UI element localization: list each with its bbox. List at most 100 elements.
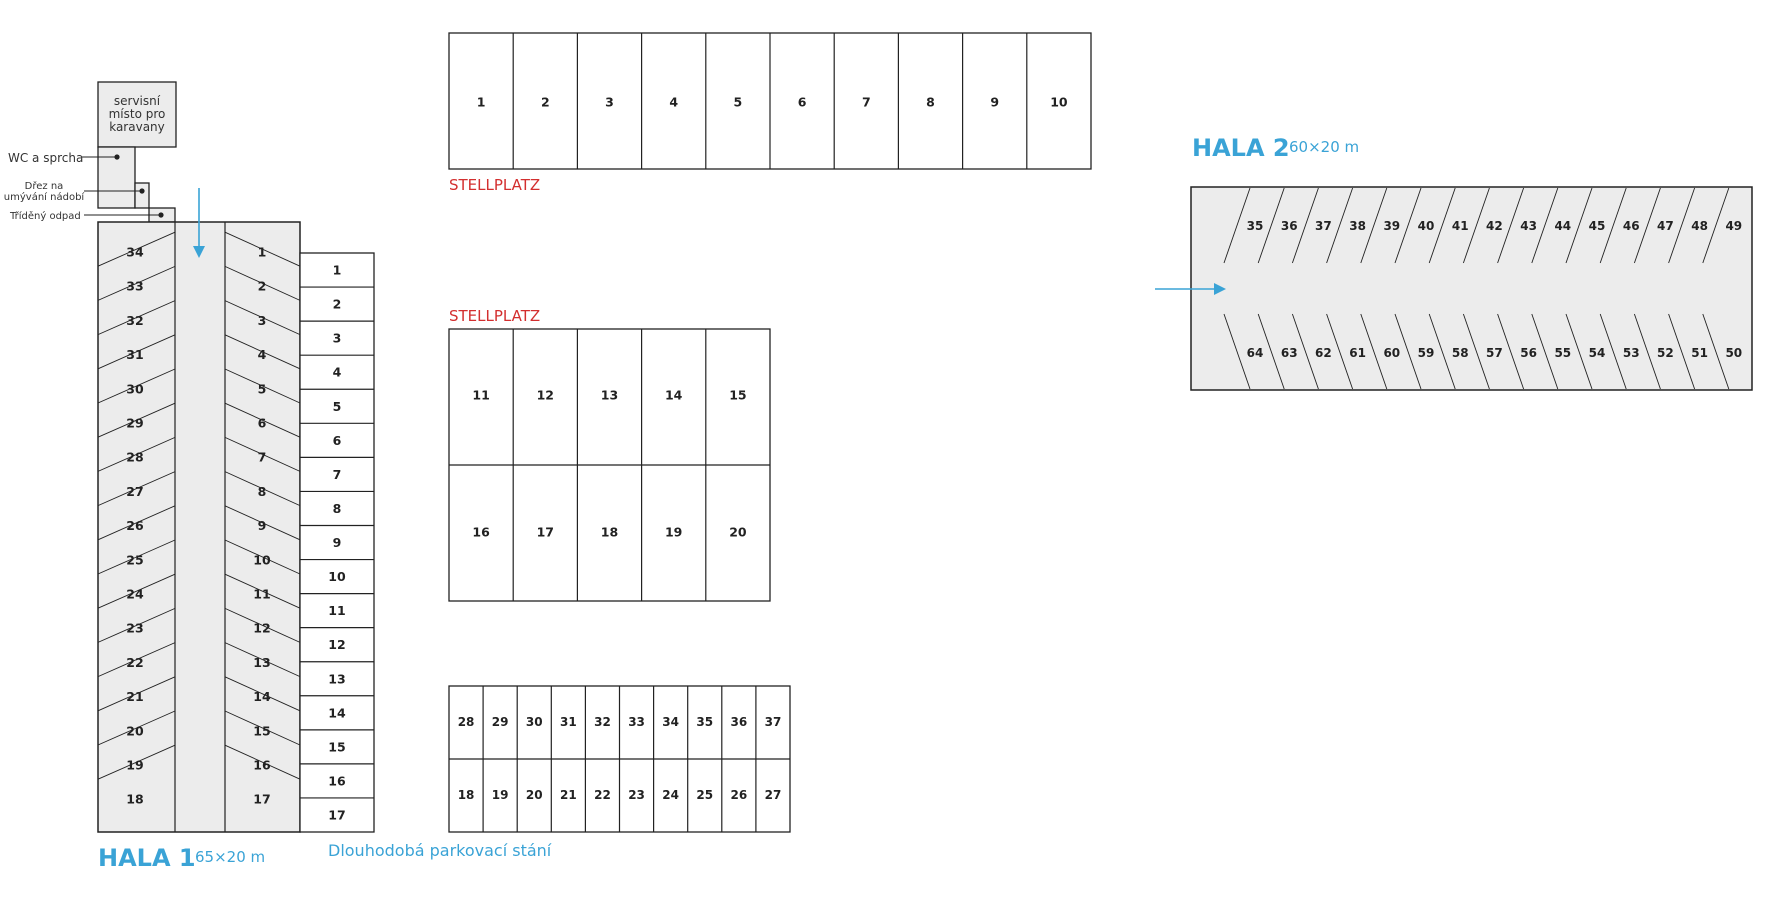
hala-1-spot-label: 5 [258,381,267,396]
hala-2-spot-label: 36 [1281,219,1298,233]
long-term-spot-dividers [300,286,374,799]
hala-1-spot-label: 25 [126,552,143,567]
hala-1-spot-label: 31 [126,347,143,362]
bottom-grid-spot-label: 28 [458,715,475,729]
divider-line [224,676,301,712]
long-term-spot-label: 6 [333,433,342,448]
bottom-grid-spot-label: 23 [628,788,645,802]
divider-line [1462,313,1490,390]
divider-line [224,334,301,370]
hala-1-spot-label: 29 [126,416,143,431]
stellplatz-middle-spot-label: 14 [665,388,683,403]
divider-line [1360,187,1388,264]
divider-line [1462,187,1490,264]
divider-line [224,300,301,336]
hala-2-spot-label: 57 [1486,346,1503,360]
stellplatz-top-spot-label: 4 [669,95,678,110]
bottom-grid-spot-label: 18 [458,788,475,802]
divider-line [1531,313,1559,390]
divider-line [224,573,301,609]
divider-line [1326,187,1354,264]
long-term-spot-label: 17 [328,807,345,822]
hala-2-spot-label: 59 [1418,346,1435,360]
bottom-grid-spot-label: 25 [696,788,713,802]
caravan-service-label-1: servisní [114,94,161,108]
bottom-grid-spot-label: 20 [526,788,543,802]
hala-1-spot-label: 11 [253,587,270,602]
divider-line [97,300,176,336]
sink-label-1: Dřez na [25,180,64,192]
divider-line [1257,313,1285,390]
stellplatz-middle-spot-label: 20 [729,525,747,540]
divider-line [1223,313,1251,390]
divider-line [97,231,176,267]
hala-1-spot-label: 34 [126,245,144,260]
hala-1-spot-label: 1 [258,245,267,260]
stellplatz-top-spot-label: 8 [926,95,935,110]
hala-1-spot-label: 32 [126,313,143,328]
hala-2-spot-label: 54 [1589,346,1606,360]
stellplatz-top-spot-label: 2 [541,95,550,110]
hala-2-spot-label: 52 [1657,346,1674,360]
hala-1-spot-label: 28 [126,450,143,465]
divider-line [97,607,176,643]
divider-line [1360,313,1388,390]
divider-line [224,231,301,267]
stellplatz-middle-spot-label: 19 [665,525,682,540]
divider-line [1702,313,1730,390]
stellplatz-top-spot-label: 5 [734,95,743,110]
hala-1-spot-label: 21 [126,689,143,704]
hala-2-spot-label: 35 [1247,219,1264,233]
hala-2-spot-label: 60 [1383,346,1400,360]
divider-line [1565,187,1593,264]
divider-line [1565,313,1593,390]
hala-2-spot-label: 45 [1589,219,1606,233]
divider-line [1668,187,1696,264]
hala-1-spot-label: 26 [126,518,144,533]
divider-line [97,505,176,541]
stellplatz-top-spot-label: 10 [1050,95,1068,110]
stellplatz-middle-spot-label: 18 [601,525,618,540]
divider-line [97,676,176,712]
long-term-spot-label: 4 [333,365,342,380]
divider-line [97,402,176,438]
hala-2-spot-label: 48 [1691,219,1708,233]
divider-line [1633,313,1661,390]
hala-1-spot-label: 27 [126,484,143,499]
divider-line [97,573,176,609]
long-term-spot-label: 9 [333,535,342,550]
hala-2-spot-label: 44 [1554,219,1571,233]
divider-line [1257,187,1285,264]
hala-2-spot-label: 41 [1452,219,1469,233]
hala-2-spot-label: 64 [1247,346,1264,360]
divider-line [224,539,301,575]
bottom-grid-spot-label: 29 [492,715,509,729]
stellplatz-middle-dividers [512,329,707,601]
long-term-spot-label: 8 [333,501,342,516]
divider-line [1668,313,1696,390]
hala-1-spot-label: 18 [126,792,143,807]
bottom-grid-spot-label: 31 [560,715,577,729]
divider-line [1599,187,1627,264]
waste-label: Tříděný odpad [9,210,81,222]
divider-line [1326,313,1354,390]
stellplatz-top-dividers [512,33,1028,169]
hala-2-size: 60×20 m [1289,138,1359,156]
bottom-grid-spot-label: 36 [730,715,747,729]
divider-line [224,471,301,507]
divider-line [97,368,176,404]
bottom-grid-spot-label: 19 [492,788,509,802]
hala-2-entry-arrow-icon [1214,283,1226,295]
hala-1-spot-label: 12 [253,621,270,636]
hala-1-spot-label: 24 [126,587,144,602]
hala-1-spot-label: 13 [253,655,270,670]
